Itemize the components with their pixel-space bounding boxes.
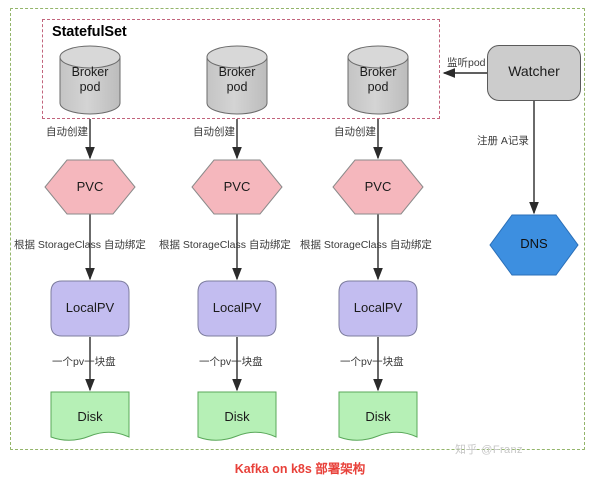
edge-label-watcher-to-statefulset: 监听pod (447, 57, 486, 69)
edge-label-localpv-to-disk-3: 一个pv一块盘 (340, 356, 404, 368)
pvc-node-3[interactable]: PVC (332, 159, 424, 215)
edge-label-pod-to-pvc-3: 自动创建 (334, 126, 376, 138)
edge-label-localpv-to-disk-2: 一个pv一块盘 (199, 356, 263, 368)
edge-label-watcher-to-dns: 注册 A记录 (477, 135, 529, 147)
diagram-caption: Kafka on k8s 部署架构 (234, 462, 366, 476)
edge-label-localpv-to-disk-1: 一个pv一块盘 (52, 356, 116, 368)
broker-pod-2[interactable]: Broker pod (206, 45, 268, 115)
localpv-node-2[interactable]: LocalPV (197, 280, 277, 337)
pvc-node-1[interactable]: PVC (44, 159, 136, 215)
dns-node[interactable]: DNS (489, 214, 579, 276)
edge-label-pvc-to-localpv-1: 根据 StorageClass 自动绑定 (14, 239, 146, 251)
localpv-node-1[interactable]: LocalPV (50, 280, 130, 337)
broker-pod-1[interactable]: Broker pod (59, 45, 121, 115)
disk-node-2[interactable]: Disk (197, 391, 277, 445)
statefulset-label: StatefulSet (52, 24, 127, 40)
edge-label-pod-to-pvc-1: 自动创建 (46, 126, 88, 138)
disk-node-1[interactable]: Disk (50, 391, 130, 445)
pvc-node-2[interactable]: PVC (191, 159, 283, 215)
watermark: 知乎 @Franz (455, 444, 523, 456)
disk-node-3[interactable]: Disk (338, 391, 418, 445)
statefulset-group-frame (42, 19, 440, 119)
watcher-node-label: Watcher (508, 63, 560, 79)
watcher-node[interactable] (487, 45, 581, 101)
edge-label-pvc-to-localpv-2: 根据 StorageClass 自动绑定 (159, 239, 291, 251)
localpv-node-3[interactable]: LocalPV (338, 280, 418, 337)
broker-pod-3[interactable]: Broker pod (347, 45, 409, 115)
cluster-boundary-frame (10, 8, 585, 450)
edge-label-pvc-to-localpv-3: 根据 StorageClass 自动绑定 (300, 239, 432, 251)
edge-label-pod-to-pvc-2: 自动创建 (193, 126, 235, 138)
